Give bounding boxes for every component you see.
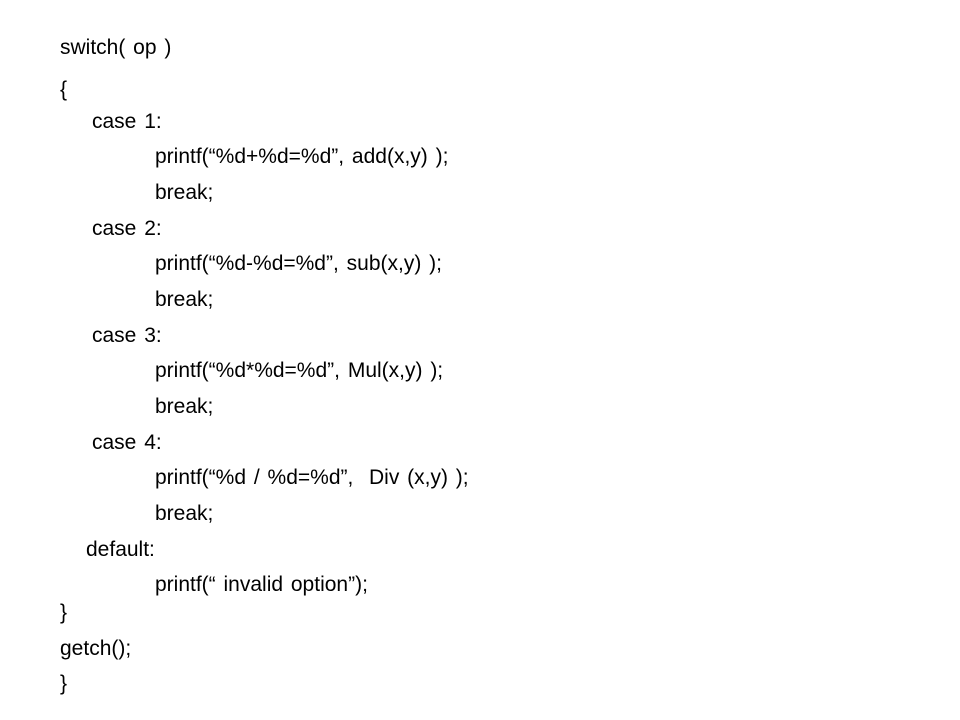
code-line-close-brace-switch: }: [60, 601, 68, 624]
code-line-switch: switch( op ): [60, 36, 172, 59]
code-line-case-4: case 4:: [92, 431, 162, 454]
code-line-break-4: break;: [155, 502, 214, 525]
code-line-printf-div: printf(“%d / %d=%d”, Div (x,y) );: [155, 466, 469, 489]
code-line-printf-add: printf(“%d+%d=%d”, add(x,y) );: [155, 145, 449, 168]
code-line-printf-sub: printf(“%d-%d=%d”, sub(x,y) );: [155, 252, 442, 275]
code-line-printf-mul: printf(“%d*%d=%d”, Mul(x,y) );: [155, 359, 444, 382]
code-line-break-2: break;: [155, 288, 214, 311]
code-line-case-3: case 3:: [92, 324, 162, 347]
code-line-getch: getch();: [60, 637, 132, 660]
code-line-break-1: break;: [155, 181, 214, 204]
code-line-case-2: case 2:: [92, 217, 162, 240]
code-line-default: default:: [86, 538, 155, 561]
code-line-printf-invalid: printf(“ invalid option”);: [155, 573, 368, 596]
code-line-break-3: break;: [155, 395, 214, 418]
code-line-close-brace-main: }: [60, 672, 68, 695]
code-line-open-brace: {: [60, 78, 68, 101]
code-line-case-1: case 1:: [92, 110, 162, 133]
